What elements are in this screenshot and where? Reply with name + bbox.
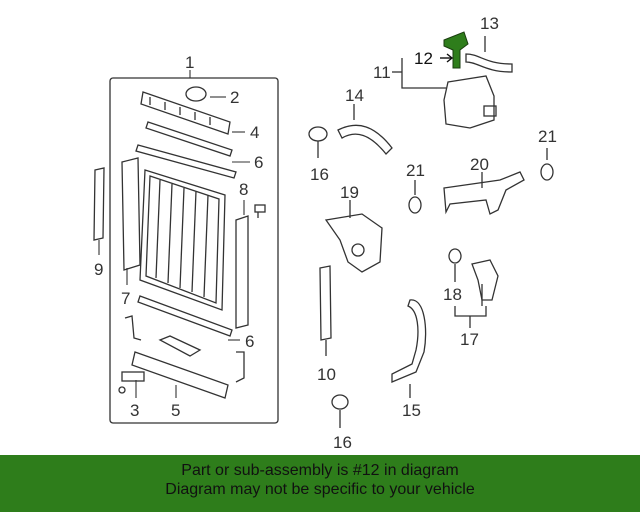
hose-clamp-lower <box>331 394 349 428</box>
hose-lower <box>391 299 427 383</box>
seal-strip-center <box>319 265 332 341</box>
callout-6-upper: 6 <box>254 153 263 172</box>
gasket-upper-right <box>540 163 554 181</box>
lower-bracket-mid <box>158 335 202 357</box>
lower-tank <box>131 351 229 399</box>
callout-19: 19 <box>340 183 359 202</box>
strip-upper <box>135 144 237 179</box>
callout-6-lower: 6 <box>245 332 254 351</box>
gasket-elbow <box>448 248 462 264</box>
callout-15: 15 <box>402 401 421 420</box>
top-tank <box>140 91 231 135</box>
callout-2: 2 <box>230 88 239 107</box>
lower-bracket-left <box>124 315 142 341</box>
callout-4: 4 <box>250 123 259 142</box>
callout-21-right: 21 <box>538 127 557 146</box>
callout-11: 11 <box>373 63 391 82</box>
callout-18: 18 <box>443 285 462 304</box>
callout-13: 13 <box>480 14 499 33</box>
drain-cock <box>118 371 145 394</box>
bolt <box>254 204 266 218</box>
notice-line-1: Part or sub-assembly is #12 in diagram <box>181 462 459 479</box>
callout-5: 5 <box>171 401 180 420</box>
side-bracket-left <box>121 157 141 271</box>
seal-strip-left <box>93 167 105 241</box>
parts-diagram: 1 2 3 4 5 6 6 7 8 9 10 11 12 13 14 15 16… <box>93 14 557 452</box>
seal-upper <box>145 121 233 157</box>
callout-10: 10 <box>317 365 336 384</box>
radiator-core <box>139 169 226 311</box>
callout-1: 1 <box>185 53 194 72</box>
callout-16-lower: 16 <box>333 433 352 452</box>
reservoir-hose <box>465 53 513 73</box>
callout-14: 14 <box>345 86 364 105</box>
hose-upper <box>337 124 393 155</box>
callout-3: 3 <box>130 401 139 420</box>
water-inlet-elbow <box>471 259 499 301</box>
callout-16-upper: 16 <box>310 165 329 184</box>
radiator-group-frame <box>109 77 279 424</box>
callout-9: 9 <box>94 260 103 279</box>
callout-17: 17 <box>460 330 479 349</box>
callout-20: 20 <box>470 155 489 174</box>
part-12-highlighted <box>443 31 469 69</box>
callout-12: 12 <box>414 49 433 68</box>
lower-bracket-right <box>235 351 245 383</box>
callout-21-left: 21 <box>406 161 425 180</box>
notice-banner: Part or sub-assembly is #12 in diagram D… <box>0 455 640 512</box>
notice-line-2: Diagram may not be specific to your vehi… <box>165 481 475 498</box>
side-bracket-right <box>235 215 249 329</box>
water-pipe <box>443 171 525 215</box>
callout-8: 8 <box>239 180 248 199</box>
reservoir-bracket-line <box>401 58 446 89</box>
gasket-mid <box>408 196 422 214</box>
reservoir-tank <box>443 75 497 129</box>
strip-lower <box>137 295 233 337</box>
radiator-cap <box>185 86 207 102</box>
hose-clamp-upper <box>308 126 328 158</box>
thermostat-housing <box>324 213 383 273</box>
callout-7: 7 <box>121 289 130 308</box>
